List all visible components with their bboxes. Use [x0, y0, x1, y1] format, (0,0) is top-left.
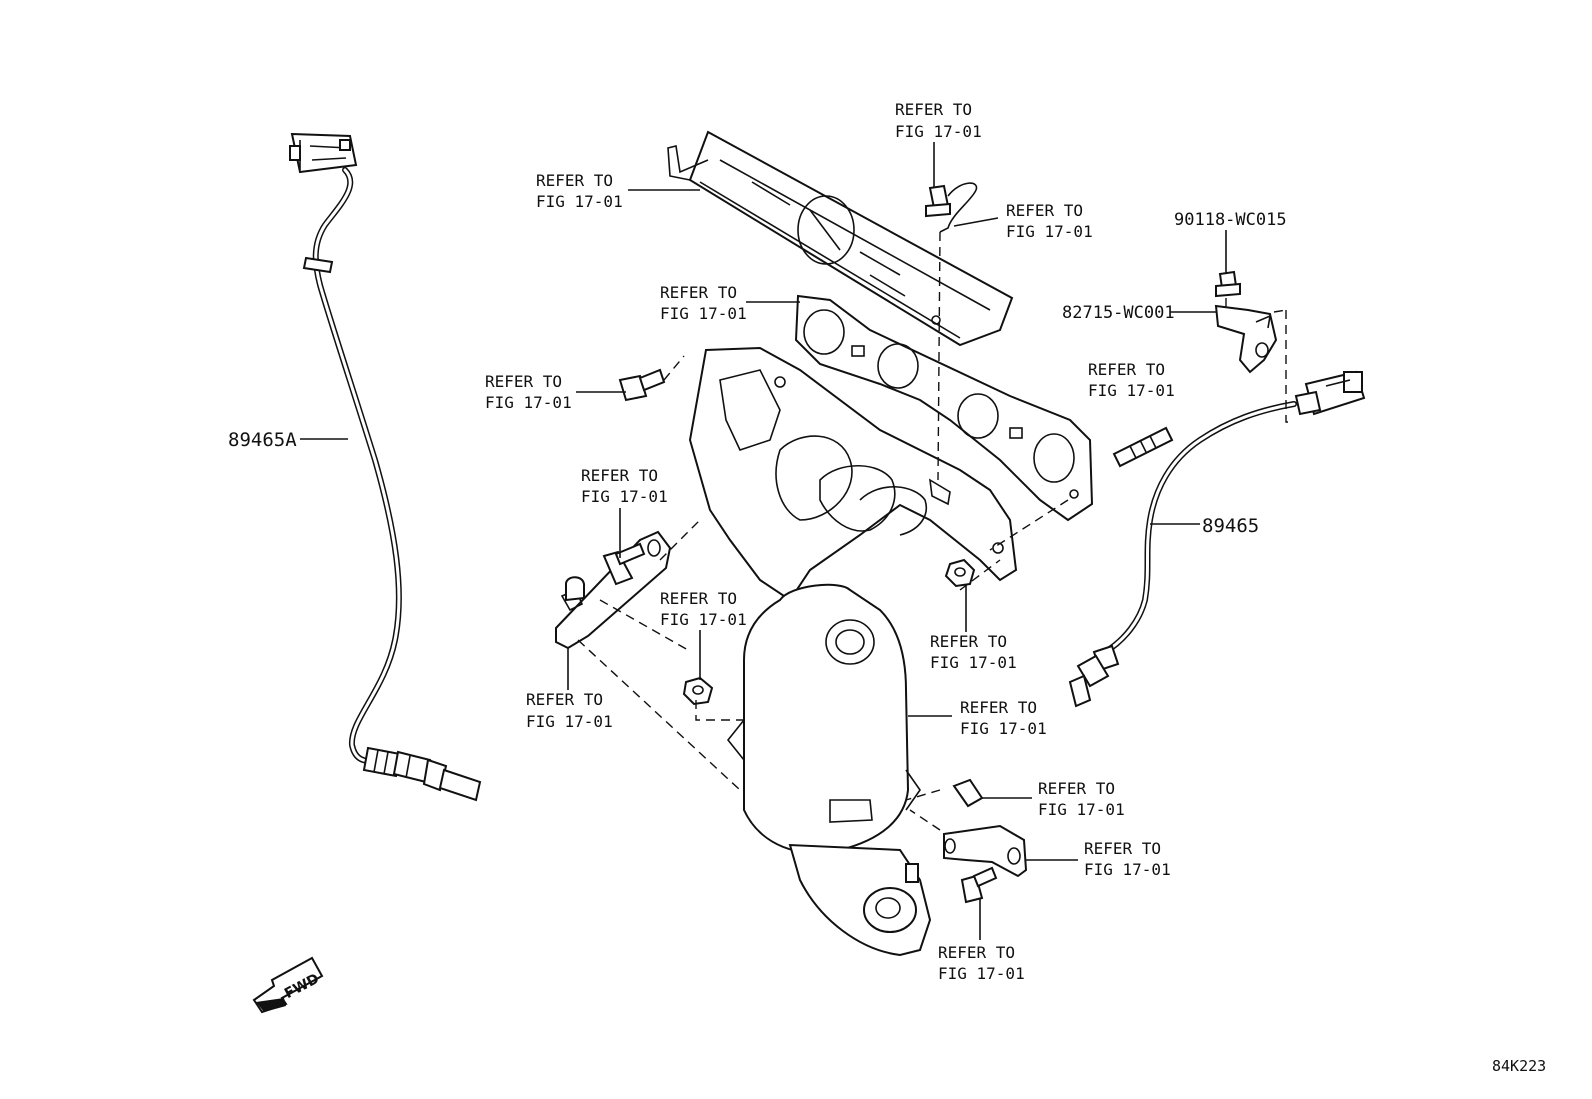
- svg-text:FIG 17-01: FIG 17-01: [485, 393, 572, 412]
- refer-label-manifold-nut: REFER TO FIG 17-01: [930, 632, 1017, 672]
- leader-lines: [567, 142, 1227, 940]
- svg-text:FIG 17-01: FIG 17-01: [938, 964, 1025, 983]
- refer-label-stay-bolt-lower: REFER TO FIG 17-01: [938, 943, 1025, 983]
- stud-bolt: [1112, 426, 1174, 468]
- svg-text:REFER TO: REFER TO: [1038, 779, 1115, 798]
- svg-text:FIG 17-01: FIG 17-01: [930, 653, 1017, 672]
- manifold-heat-insulator: [667, 130, 1014, 347]
- svg-text:REFER TO: REFER TO: [485, 372, 562, 391]
- sensor-right-probe: [1068, 644, 1120, 708]
- svg-text:REFER TO: REFER TO: [526, 690, 603, 709]
- refer-label-bracket-bolt: REFER TO FIG 17-01: [581, 466, 668, 506]
- refer-label-converter-nut: REFER TO FIG 17-01: [660, 589, 747, 629]
- sensor-right-connector: [1294, 370, 1366, 416]
- svg-text:FIG 17-01: FIG 17-01: [1006, 222, 1093, 241]
- bolt-manifold-left: [618, 368, 666, 402]
- assembly-dashed-lines: [577, 231, 1290, 831]
- nut-manifold-center: [944, 558, 976, 588]
- svg-text:FIG 17-01: FIG 17-01: [660, 304, 747, 323]
- svg-text:REFER TO: REFER TO: [660, 283, 737, 302]
- part-number-90118-wc015: 90118-WC015: [1174, 210, 1287, 230]
- svg-text:FIG 17-01: FIG 17-01: [581, 487, 668, 506]
- converter-stay-bracket: [943, 824, 1028, 878]
- diagram-number: 84K223: [1492, 1057, 1546, 1075]
- svg-text:REFER TO: REFER TO: [960, 698, 1037, 717]
- svg-text:FIG 17-01: FIG 17-01: [1084, 860, 1171, 879]
- bolt-bracket-left: [602, 542, 646, 586]
- sensor-bracket: [1214, 304, 1278, 374]
- oxygen-sensor-left: [289, 132, 482, 802]
- svg-text:REFER TO: REFER TO: [581, 466, 658, 485]
- part-number-89465: 89465: [1202, 515, 1259, 537]
- refer-label-insulator: REFER TO FIG 17-01: [536, 171, 623, 211]
- nut-insulator-top: [925, 182, 978, 233]
- svg-text:FIG 17-01: FIG 17-01: [526, 712, 613, 731]
- refer-label-stay-bolt-upper: REFER TO FIG 17-01: [1038, 779, 1125, 819]
- part-number-82715-wc001: 82715-WC001: [1062, 303, 1175, 323]
- svg-text:FIG 17-01: FIG 17-01: [895, 122, 982, 141]
- svg-text:REFER TO: REFER TO: [930, 632, 1007, 651]
- svg-text:REFER TO: REFER TO: [1088, 360, 1165, 379]
- nut-converter-left: [682, 676, 714, 706]
- part-number-89465a: 89465A: [228, 429, 297, 451]
- svg-text:REFER TO: REFER TO: [938, 943, 1015, 962]
- bolt-sensor-bracket: [1215, 270, 1241, 298]
- oxygen-sensor-right: [1068, 370, 1366, 708]
- svg-text:REFER TO: REFER TO: [895, 100, 972, 119]
- svg-text:REFER TO: REFER TO: [1084, 839, 1161, 858]
- refer-label-insulator-nut: REFER TO FIG 17-01: [895, 100, 982, 141]
- fwd-arrow-icon: FWD: [252, 956, 324, 1014]
- refer-label-insulator-clip: REFER TO FIG 17-01: [1006, 201, 1093, 241]
- exhaust-manifold: [688, 346, 1018, 602]
- sensor-left-connector: [289, 132, 358, 174]
- sensor-left-probe: [362, 746, 482, 802]
- refer-label-gasket: REFER TO FIG 17-01: [660, 283, 747, 323]
- svg-text:REFER TO: REFER TO: [1006, 201, 1083, 220]
- svg-text:FIG 17-01: FIG 17-01: [1088, 381, 1175, 400]
- refer-label-stud: REFER TO FIG 17-01: [1088, 360, 1175, 400]
- svg-text:FIG 17-01: FIG 17-01: [1038, 800, 1125, 819]
- bolt-stay-lower: [960, 866, 998, 904]
- svg-text:FIG 17-01: FIG 17-01: [960, 719, 1047, 738]
- manifold-gasket: [794, 294, 1094, 522]
- svg-text:FIG 17-01: FIG 17-01: [536, 192, 623, 211]
- bolt-stay-upper: [952, 778, 984, 808]
- svg-text:FIG 17-01: FIG 17-01: [660, 610, 747, 629]
- refer-label-manifold-bolt: REFER TO FIG 17-01: [485, 372, 572, 412]
- svg-text:REFER TO: REFER TO: [660, 589, 737, 608]
- manifold-stay-bracket: [555, 530, 672, 650]
- refer-label-stay-bracket: REFER TO FIG 17-01: [526, 690, 613, 731]
- catalytic-converter: [726, 583, 932, 957]
- svg-text:REFER TO: REFER TO: [536, 171, 613, 190]
- refer-label-converter-stay: REFER TO FIG 17-01: [1084, 839, 1171, 879]
- refer-label-converter: REFER TO FIG 17-01: [960, 698, 1047, 738]
